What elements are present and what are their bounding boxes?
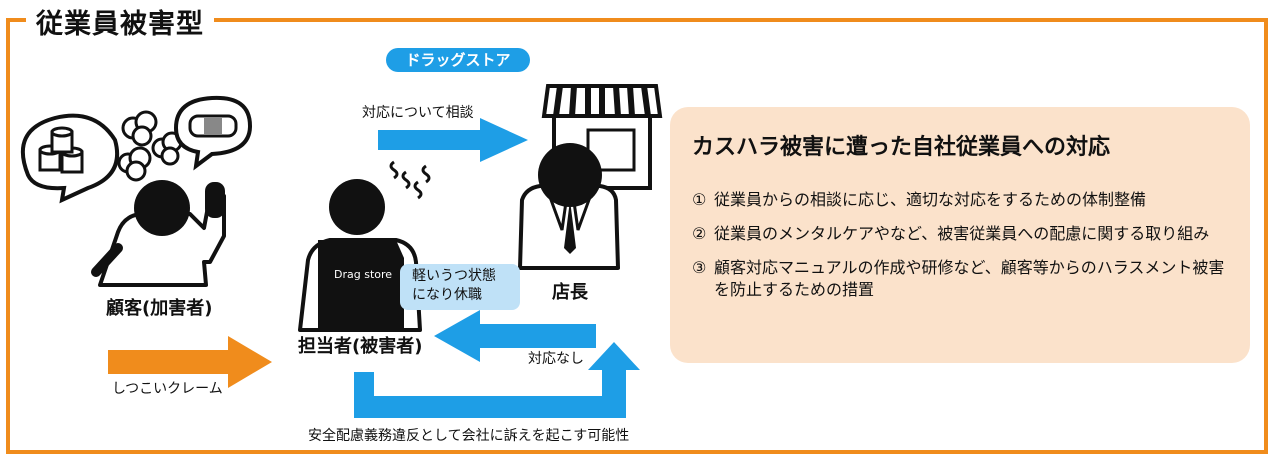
no-response-label: 対応なし (528, 351, 584, 367)
list-item-number: ③ (692, 258, 707, 277)
list-item: ① 従業員からの相談に応じ、適切な対応をするための体制整備 (692, 189, 1232, 211)
complaint-arrow (108, 336, 272, 388)
employee-label: 担当者(被害者) (298, 336, 423, 357)
employee-figure (298, 179, 422, 332)
customer-label: 顧客(加害者) (106, 298, 213, 319)
store-badge: ドラッグストア (386, 48, 530, 72)
diagram-frame (6, 18, 1268, 454)
list-item-text: 従業員のメンタルケアやなど、被害従業員への配慮に関する取り組み (714, 224, 1210, 243)
diagram-title: 従業員被害型 (26, 2, 214, 41)
toilet-paper-icon (20, 113, 120, 204)
list-item-text: 顧客対応マニュアルの作成や研修など、顧客等からのハラスメント被害を防止するための… (714, 258, 1225, 299)
complaint-label: しつこいクレーム (112, 381, 223, 397)
list-item: ② 従業員のメンタルケアやなど、被害従業員への配慮に関する取り組み (692, 223, 1232, 245)
list-item: ③ 顧客対応マニュアルの作成や研修など、顧客等からのハラスメント被害を防止するた… (692, 257, 1232, 301)
bandage-icon (173, 95, 253, 171)
anger-cloud-icon (117, 110, 183, 182)
lawsuit-label: 安全配慮義務違反として会社に訴えを起こす可能性 (308, 428, 630, 444)
customer-figure (91, 180, 226, 287)
no-response-arrow (434, 310, 596, 362)
condition-text: 軽いうつ状態 になり休職 (412, 268, 496, 303)
list-item-number: ② (692, 224, 707, 243)
manager-label: 店長 (552, 282, 588, 303)
shirt-text: Drag store (334, 268, 393, 281)
manager-figure (518, 143, 620, 270)
sweat-icon (389, 160, 431, 200)
list-item-number: ① (692, 190, 707, 209)
panel-list: ① 従業員からの相談に応じ、適切な対応をするための体制整備 ② 従業員のメンタル… (692, 189, 1232, 313)
consult-label: 対応について相談 (362, 105, 474, 121)
panel-title: カスハラ被害に遭った自社従業員への対応 (692, 135, 1111, 160)
consult-arrow (378, 118, 528, 162)
response-panel: カスハラ被害に遭った自社従業員への対応 ① 従業員からの相談に応じ、適切な対応を… (670, 107, 1250, 363)
list-item-text: 従業員からの相談に応じ、適切な対応をするための体制整備 (714, 190, 1147, 209)
condition-note: 軽いうつ状態 になり休職 (400, 264, 520, 310)
lawsuit-arrow (354, 342, 640, 418)
